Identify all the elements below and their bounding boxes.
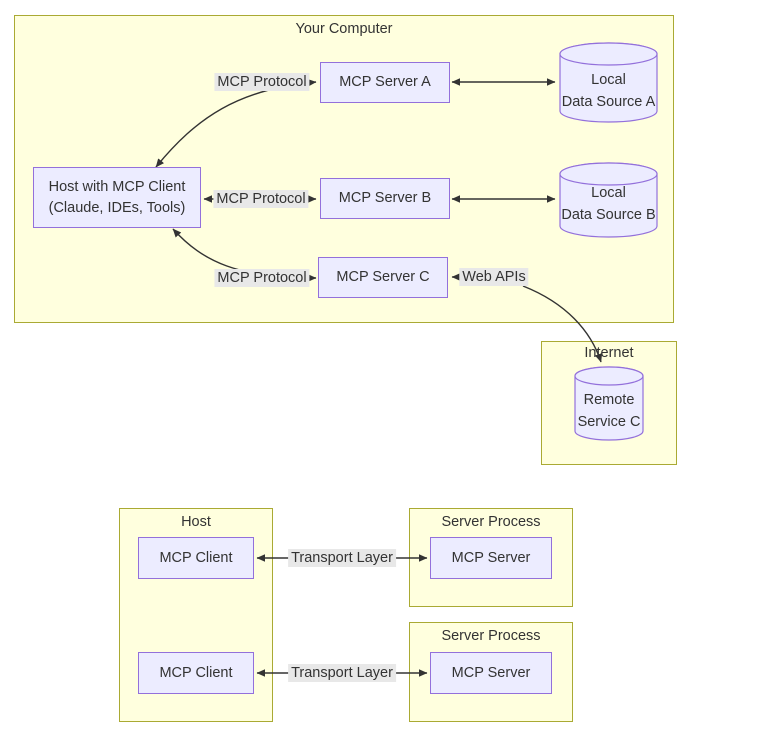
- node-mcp-server-c-label: MCP Server C: [336, 269, 430, 285]
- edge-label-web-apis: Web APIs: [459, 268, 529, 286]
- cluster-internet: Internet: [541, 341, 677, 465]
- label-data-source-a-line2: Data Source A: [561, 93, 656, 110]
- node-mcp-server-2-label: MCP Server: [451, 664, 531, 681]
- edge-label-mcp-protocol-b: MCP Protocol: [213, 190, 309, 208]
- node-mcp-server-b-label: MCP Server B: [338, 190, 432, 206]
- label-local-data-source-a: Local Data Source A: [555, 70, 662, 113]
- node-mcp-server-b: MCP Server B: [320, 178, 450, 219]
- node-mcp-server-1: MCP Server: [430, 537, 552, 579]
- label-remote-service-c: Remote Service C: [569, 389, 649, 433]
- edge-web-apis-to-remote-service-c: [522, 285, 603, 363]
- cylinder-local-data-source-a: [559, 42, 658, 123]
- node-mcp-client-1: MCP Client: [138, 537, 254, 579]
- cylinder-local-data-source-b: [559, 162, 658, 238]
- node-mcp-server-a-label: MCP Server A: [339, 74, 431, 90]
- node-mcp-server-a: MCP Server A: [320, 62, 450, 103]
- node-host-with-mcp-client: Host with MCP Client (Claude, IDEs, Tool…: [33, 167, 201, 228]
- node-mcp-server-c: MCP Server C: [318, 257, 448, 298]
- label-remote-service-line1: Remote: [583, 392, 635, 408]
- node-host-line2: (Claude, IDEs, Tools): [48, 199, 186, 216]
- cluster-your-computer-title: Your Computer: [295, 21, 393, 37]
- edge-label-transport-layer-1: Transport Layer: [288, 549, 396, 567]
- label-local-data-source-b: Local Data Source B: [555, 183, 662, 226]
- label-remote-service-line2: Service C: [577, 414, 641, 430]
- node-mcp-client-2-label: MCP Client: [159, 664, 233, 681]
- cylinder-remote-service-c: [574, 366, 644, 441]
- edge-label-mcp-protocol-a: MCP Protocol: [214, 73, 310, 91]
- cluster-server-process-1-title: Server Process: [441, 514, 541, 530]
- label-data-source-b-line1: Local: [591, 185, 626, 201]
- edge-label-mcp-protocol-c: MCP Protocol: [214, 269, 310, 287]
- cluster-host-title: Host: [181, 514, 211, 530]
- node-mcp-server-2: MCP Server: [430, 652, 552, 694]
- node-mcp-client-2: MCP Client: [138, 652, 254, 694]
- label-data-source-b-line2: Data Source B: [561, 206, 656, 223]
- node-mcp-client-1-label: MCP Client: [159, 549, 233, 566]
- cluster-server-process-2-title: Server Process: [441, 628, 541, 644]
- edge-host-to-server-a: [155, 78, 317, 168]
- node-host-line1: Host with MCP Client: [48, 178, 186, 195]
- node-mcp-server-1-label: MCP Server: [451, 549, 531, 566]
- edge-label-transport-layer-2: Transport Layer: [288, 664, 396, 682]
- label-data-source-a-line1: Local: [591, 72, 626, 88]
